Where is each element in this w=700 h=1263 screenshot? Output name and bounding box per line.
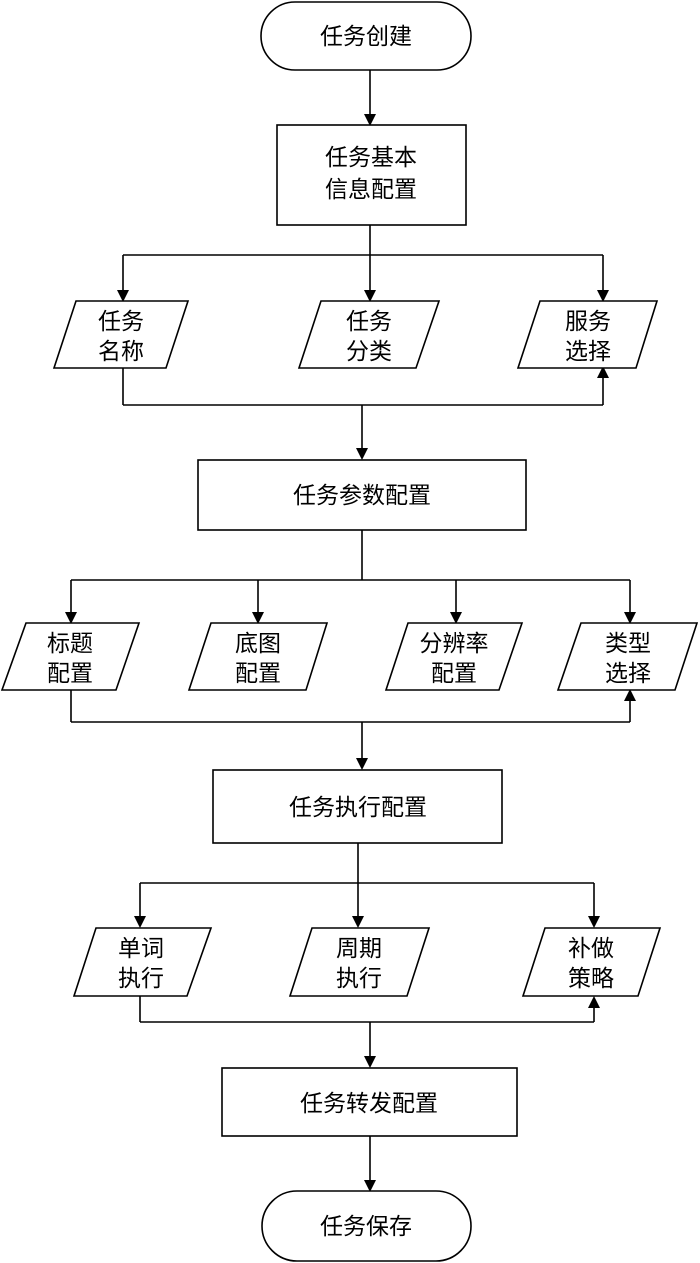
end-label: 任务保存: [320, 1214, 412, 1240]
basic-info-process: 任务基本 信息配置: [276, 124, 467, 226]
arrowhead: [352, 916, 364, 928]
basic-info-label-line2: 信息配置: [325, 177, 417, 203]
single-exec-label-line2: 执行: [118, 966, 164, 992]
type-select-label-line2: 选择: [605, 661, 651, 687]
single-exec-input: 单词 执行: [72, 927, 213, 997]
service-select-input: 服务 选择: [516, 300, 659, 369]
resolution-config-label-line2: 配置: [431, 661, 477, 687]
arrowhead: [364, 114, 376, 126]
resolution-config-label-line1: 分辨率: [420, 631, 489, 657]
basemap-config-label-line2: 配置: [235, 661, 281, 687]
service-select-label-line2: 选择: [565, 339, 611, 365]
service-select-label-line1: 服务: [565, 309, 611, 335]
flowchart-edges: [65, 70, 636, 1192]
arrowhead: [624, 689, 636, 701]
forward-config-label: 任务转发配置: [300, 1091, 438, 1117]
periodic-exec-input: 周期 执行: [288, 927, 431, 997]
arrowhead: [597, 366, 609, 378]
basemap-config-label-line1: 底图: [235, 631, 281, 657]
task-category-label-line1: 任务: [346, 309, 392, 335]
title-config-label-line2: 配置: [47, 661, 93, 687]
param-config-label: 任务参数配置: [293, 483, 431, 509]
end-terminator: 任务保存: [261, 1190, 472, 1262]
arrowhead: [364, 1056, 376, 1068]
arrowhead: [134, 916, 146, 928]
exec-config-process: 任务执行配置: [212, 769, 503, 844]
arrowhead: [356, 448, 368, 460]
resolution-config-input: 分辨率 配置: [384, 622, 524, 691]
makeup-strategy-label-line2: 策略: [568, 966, 614, 992]
param-config-process: 任务参数配置: [197, 459, 527, 531]
task-name-label-line2: 名称: [98, 339, 144, 365]
arrowhead: [588, 996, 600, 1008]
makeup-strategy-label-line1: 补做: [568, 936, 614, 962]
arrowhead: [588, 916, 600, 928]
type-select-input: 类型 选择: [556, 622, 699, 691]
single-exec-label-line1: 单词: [118, 936, 164, 962]
basemap-config-input: 底图 配置: [187, 622, 329, 691]
arrowhead: [624, 612, 636, 624]
arrowhead: [597, 290, 609, 302]
arrowhead: [356, 758, 368, 770]
forward-config-process: 任务转发配置: [221, 1067, 518, 1137]
periodic-exec-label-line1: 周期: [336, 936, 382, 962]
arrowhead: [252, 612, 264, 624]
arrowhead: [117, 290, 129, 302]
start-terminator: 任务创建: [260, 1, 472, 71]
makeup-strategy-input: 补做 策略: [521, 927, 662, 997]
arrowhead: [450, 612, 462, 624]
arrowhead: [65, 612, 77, 624]
task-name-label-line1: 任务: [98, 309, 144, 335]
arrowhead: [364, 1180, 376, 1192]
basic-info-label-line1: 任务基本: [325, 145, 417, 171]
task-category-label-line2: 分类: [346, 339, 392, 365]
title-config-label-line1: 标题: [47, 631, 93, 657]
arrowhead: [364, 290, 376, 302]
start-label: 任务创建: [320, 24, 412, 50]
periodic-exec-label-line2: 执行: [336, 966, 382, 992]
task-category-input: 任务 分类: [297, 300, 441, 369]
task-name-input: 任务 名称: [52, 300, 190, 369]
exec-config-label: 任务执行配置: [289, 795, 427, 821]
type-select-label-line1: 类型: [605, 631, 651, 657]
title-config-input: 标题 配置: [0, 622, 141, 691]
